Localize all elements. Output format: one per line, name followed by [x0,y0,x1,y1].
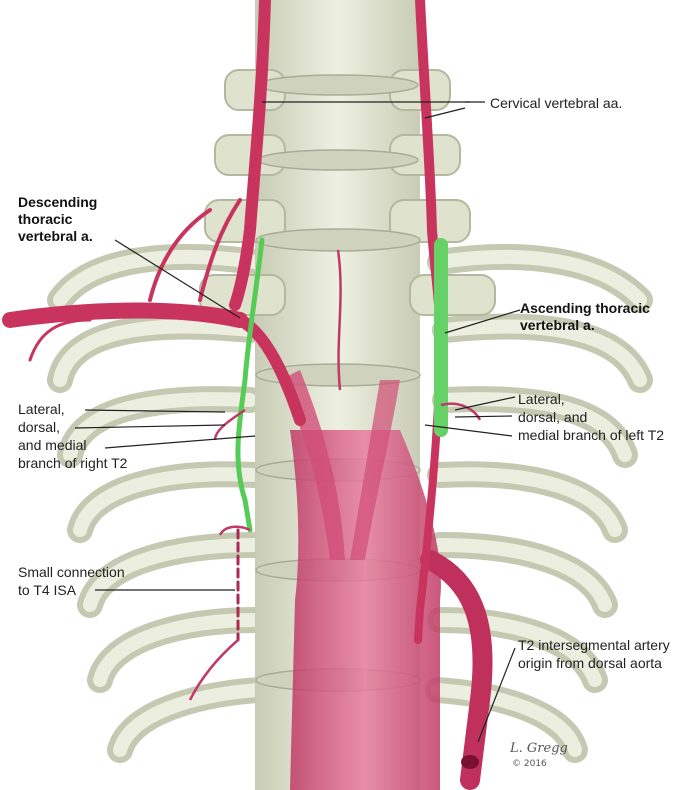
label-descending-line2: thoracic [18,211,73,227]
vertebral-arteries [229,0,448,644]
segmental-branches [188,249,482,701]
label-t2-origin-line2: origin from dorsal aorta [518,655,662,671]
ribs-right-highlight [431,249,647,757]
label-right-t2-line2: dorsal, [18,419,60,435]
label-descending-line1: Descending [18,194,97,210]
leader-lines [74,101,521,743]
label-ascending-line1: Ascending thoracic [520,300,650,316]
label-t2-origin-line1: T2 intersegmental artery [518,637,670,653]
label-cervical: Cervical vertebral aa. [490,95,622,111]
label-left-t2-line1: Lateral, [518,391,565,407]
signature-year: © 2016 [512,759,547,769]
label-left-t2-line3: medial branch of left T2 [518,427,664,443]
ribs-left-highlight [53,249,265,757]
artist-signature: L. Gregg [509,741,568,756]
label-left-t2-line2: dorsal, and [518,409,587,425]
label-ascending-line2: vertebral a. [520,317,595,333]
aorta [280,370,493,790]
label-right-t2-line1: Lateral, [18,401,65,417]
label-small-connection-line1: Small connection [18,564,125,580]
label-small-connection-line2: to T4 ISA [18,582,77,598]
label-right-t2-line4: branch of right T2 [18,455,128,471]
left-branch-vessels [2,198,306,426]
label-descending-line3: vertebral a. [18,228,93,244]
label-right-t2-line3: and medial [18,437,87,453]
